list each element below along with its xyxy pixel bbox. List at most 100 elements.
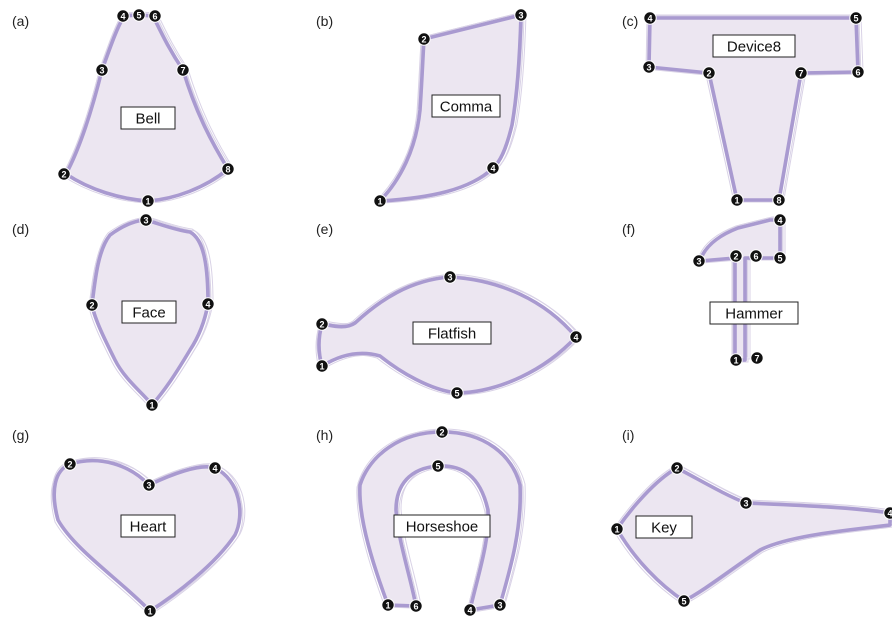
marker-number: 5 (136, 11, 141, 21)
marker-dot (435, 425, 449, 439)
marker-dot (208, 461, 222, 475)
marker-number: 5 (777, 254, 782, 264)
marker-number: 6 (152, 12, 157, 22)
marker-number: 6 (753, 252, 758, 262)
marker-dot (670, 461, 684, 475)
marker-dot (57, 167, 71, 181)
shape-fill (359, 432, 521, 610)
marker-dot (221, 162, 235, 176)
vertex-marker: 4 (208, 461, 222, 475)
vertex-marker: 4 (643, 11, 657, 25)
marker-number: 4 (647, 14, 652, 24)
marker-number: 1 (385, 601, 390, 611)
marker-dot (132, 8, 146, 22)
shape-name: Flatfish (428, 326, 476, 343)
marker-dot (642, 60, 656, 74)
marker-dot (143, 604, 157, 617)
shape-name: Heart (130, 519, 168, 536)
panel-label: (c) (622, 13, 638, 29)
marker-dot (95, 63, 109, 77)
shape-name-box (120, 106, 176, 130)
vertex-marker: 6 (409, 599, 423, 613)
vertex-marker: 1 (373, 194, 387, 208)
panel-i: (i) Key 1 2 3 4 5 (610, 427, 892, 608)
marker-number: 4 (205, 300, 210, 310)
marker-dot (486, 161, 500, 175)
marker-number: 3 (743, 499, 748, 509)
vertex-marker: 3 (95, 63, 109, 77)
marker-dot (176, 63, 190, 77)
marker-dot (373, 194, 387, 208)
marker-number: 6 (413, 602, 418, 612)
marker-number: 1 (377, 197, 382, 207)
marker-dot (750, 351, 764, 365)
vertex-marker: 1 (143, 604, 157, 617)
marker-dot (677, 594, 691, 608)
marker-number: 1 (614, 525, 619, 535)
marker-dot (417, 32, 431, 46)
shape-outline (378, 13, 523, 203)
marker-dot (116, 9, 130, 23)
shape-outline (698, 218, 782, 362)
shape-outline (358, 430, 523, 612)
marker-number: 5 (681, 597, 686, 607)
shape-name: Device8 (727, 39, 781, 56)
marker-dot (381, 598, 395, 612)
shape-outline (317, 275, 578, 395)
marker-number: 7 (180, 66, 185, 76)
vertex-marker: 1 (729, 353, 743, 367)
marker-number: 2 (89, 301, 94, 311)
shape-name-box (121, 300, 177, 324)
marker-number: 1 (734, 196, 739, 206)
panel-label: (i) (622, 427, 634, 443)
shape-name: Face (132, 305, 165, 322)
marker-number: 2 (706, 69, 711, 79)
marker-dot (849, 11, 863, 25)
vertex-marker: 7 (176, 63, 190, 77)
marker-dot (409, 599, 423, 613)
marker-number: 1 (733, 356, 738, 366)
vertex-marker: 5 (450, 386, 464, 400)
shape-name-box (712, 34, 796, 58)
marker-number: 7 (754, 354, 759, 364)
vertex-marker: 3 (493, 598, 507, 612)
shape-name-box (412, 321, 492, 345)
marker-number: 8 (776, 196, 781, 206)
marker-dot (773, 213, 787, 227)
marker-number: 3 (146, 481, 151, 491)
shape-name: Horseshoe (406, 519, 479, 536)
shape-name: Key (651, 520, 677, 537)
marker-number: 2 (319, 320, 324, 330)
vertex-marker: 1 (610, 522, 624, 536)
marker-dot (493, 598, 507, 612)
vertex-marker: 3 (692, 254, 706, 268)
vertex-marker: 1 (381, 598, 395, 612)
panel-label: (d) (12, 221, 29, 237)
marker-number: 3 (497, 601, 502, 611)
marker-number: 1 (145, 197, 150, 207)
marker-number: 4 (887, 509, 892, 519)
vertex-marker: 4 (883, 506, 892, 520)
vertex-marker: 4 (569, 330, 583, 344)
marker-number: 4 (490, 164, 495, 174)
vertex-marker: 2 (435, 425, 449, 439)
panel-label: (b) (316, 13, 333, 29)
vertex-marker: 2 (315, 317, 329, 331)
vertex-marker: 3 (514, 8, 528, 22)
vertex-marker: 1 (730, 193, 744, 207)
shape-name: Comma (440, 99, 493, 116)
marker-dot (201, 297, 215, 311)
marker-number: 3 (518, 11, 523, 21)
marker-dot (729, 353, 743, 367)
marker-dot (85, 298, 99, 312)
marker-dot (443, 270, 457, 284)
vertex-marker: 4 (463, 603, 477, 617)
marker-dot (643, 11, 657, 25)
marker-number: 5 (454, 389, 459, 399)
marker-number: 2 (674, 464, 679, 474)
marker-number: 3 (447, 273, 452, 283)
